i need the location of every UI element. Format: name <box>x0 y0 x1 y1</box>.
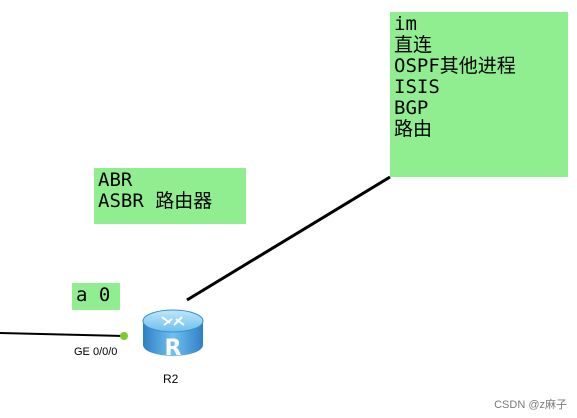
note-line: im <box>394 13 417 35</box>
note-line: ISIS <box>394 76 440 98</box>
router-name: R2 <box>163 372 179 386</box>
port-indicator[interactable] <box>120 332 128 340</box>
link-to-remote-router[interactable] <box>186 175 391 302</box>
note-line: OSPF其他进程 <box>394 55 516 77</box>
route-types-note[interactable]: im 直连 OSPF其他进程 ISIS BGP 路由 <box>390 12 568 177</box>
note-line: 直连 <box>394 34 433 56</box>
note-line: 路由 <box>394 118 433 140</box>
note-line: ASBR 路由器 <box>98 190 213 212</box>
router-r2[interactable]: R <box>138 303 208 363</box>
router-icon: R <box>142 309 204 361</box>
area-note[interactable]: a 0 <box>72 283 120 310</box>
router-icon-letter: R <box>165 336 182 361</box>
note-line: BGP <box>394 97 429 119</box>
router-role-note[interactable]: ABR ASBR 路由器 <box>94 168 246 224</box>
watermark: CSDN @z麻子 <box>494 399 567 411</box>
interface-label: GE 0/0/0 <box>74 346 118 358</box>
note-line: ABR <box>98 169 133 191</box>
area-label: a 0 <box>76 284 111 306</box>
link-left[interactable] <box>0 332 125 337</box>
